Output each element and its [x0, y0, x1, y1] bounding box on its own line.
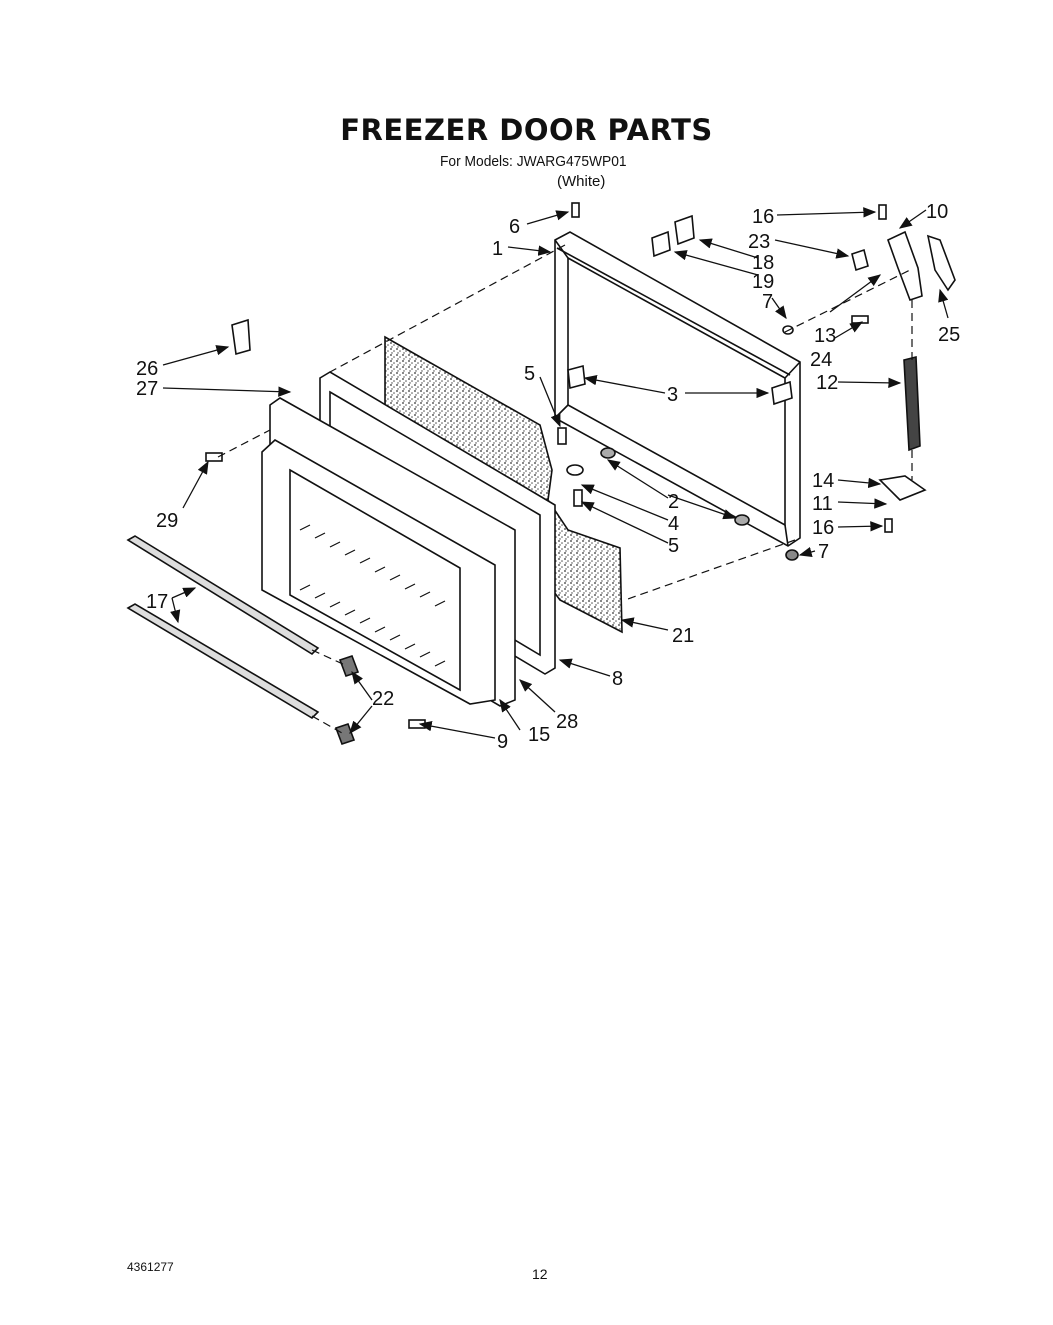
callout-6: 6: [509, 216, 520, 238]
callout-26: 26: [136, 358, 158, 380]
document-number: 4361277: [127, 1260, 174, 1274]
handle-cap: [926, 234, 956, 292]
color-line: (White): [557, 173, 606, 190]
callout-9: 9: [497, 731, 508, 753]
callout-labels: 6 1 18 19 16 10 23 7 13 24 25 26 27 5 3 …: [136, 201, 960, 753]
callout-8: 8: [612, 668, 623, 690]
callout-29: 29: [156, 510, 178, 532]
callout-23: 23: [748, 231, 770, 253]
outer-door-panel: [554, 231, 801, 547]
leader-lines: [162, 207, 949, 739]
callout-13: 13: [814, 325, 836, 347]
model-line: For Models: JWARG475WP01: [440, 153, 627, 170]
callout-5-bottom: 5: [668, 535, 679, 557]
callout-16-bottom: 16: [812, 517, 834, 539]
door-shelf-bars: [126, 535, 320, 720]
callout-16-top: 16: [752, 206, 774, 228]
small-hardware: [205, 202, 893, 729]
callout-27: 27: [136, 378, 158, 400]
alignment-lines: [217, 244, 913, 734]
callout-7-bottom: 7: [818, 541, 829, 563]
callout-2: 2: [668, 491, 679, 513]
callout-25: 25: [938, 324, 960, 346]
callout-10: 10: [926, 201, 948, 223]
callout-18: 18: [752, 252, 774, 274]
page-number: 12: [532, 1266, 548, 1282]
callout-17: 17: [146, 591, 168, 613]
callout-4: 4: [668, 513, 679, 535]
callout-15: 15: [528, 724, 550, 746]
callout-5-top: 5: [524, 363, 535, 385]
callout-3: 3: [667, 384, 678, 406]
callout-7-top: 7: [762, 291, 773, 313]
callout-1: 1: [492, 238, 503, 260]
door-handle: [903, 355, 921, 452]
callout-21: 21: [672, 625, 694, 647]
page-title: FREEZER DOOR PARTS: [340, 113, 713, 147]
handle-mount-top: [887, 230, 923, 302]
callout-11: 11: [812, 493, 833, 515]
callout-28: 28: [556, 711, 578, 733]
callout-19: 19: [752, 271, 774, 293]
door-liner: [261, 397, 516, 707]
callout-12: 12: [816, 372, 838, 394]
callout-14: 14: [812, 470, 834, 492]
handle-mount-bottom: [878, 475, 927, 501]
liner-ribs: [299, 524, 446, 667]
callout-24: 24: [810, 349, 832, 371]
callout-22: 22: [372, 688, 394, 710]
